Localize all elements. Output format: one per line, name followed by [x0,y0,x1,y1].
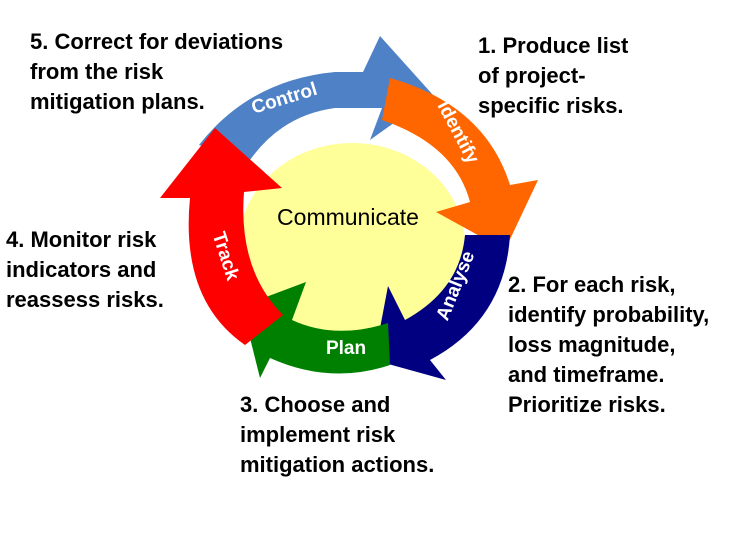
communicate-label: Communicate [277,204,419,230]
plan-step-note: 3. Choose and implement risk mitigation … [240,392,435,477]
track-step-note: 4. Monitor risk indicators and reassess … [6,227,164,312]
plan-label: Plan [326,338,366,359]
analyse-segment [374,235,510,380]
plan-segment [242,282,390,378]
track-segment [160,128,283,345]
identify-segment [382,78,538,250]
control-step-note: 5. Correct for deviations from the risk … [30,29,284,114]
analyse-step-note: 2. For each risk, identify probability, … [508,272,710,417]
control-segment [199,36,433,160]
identify-step-note: 1. Produce list of project- specific ris… [478,33,629,118]
